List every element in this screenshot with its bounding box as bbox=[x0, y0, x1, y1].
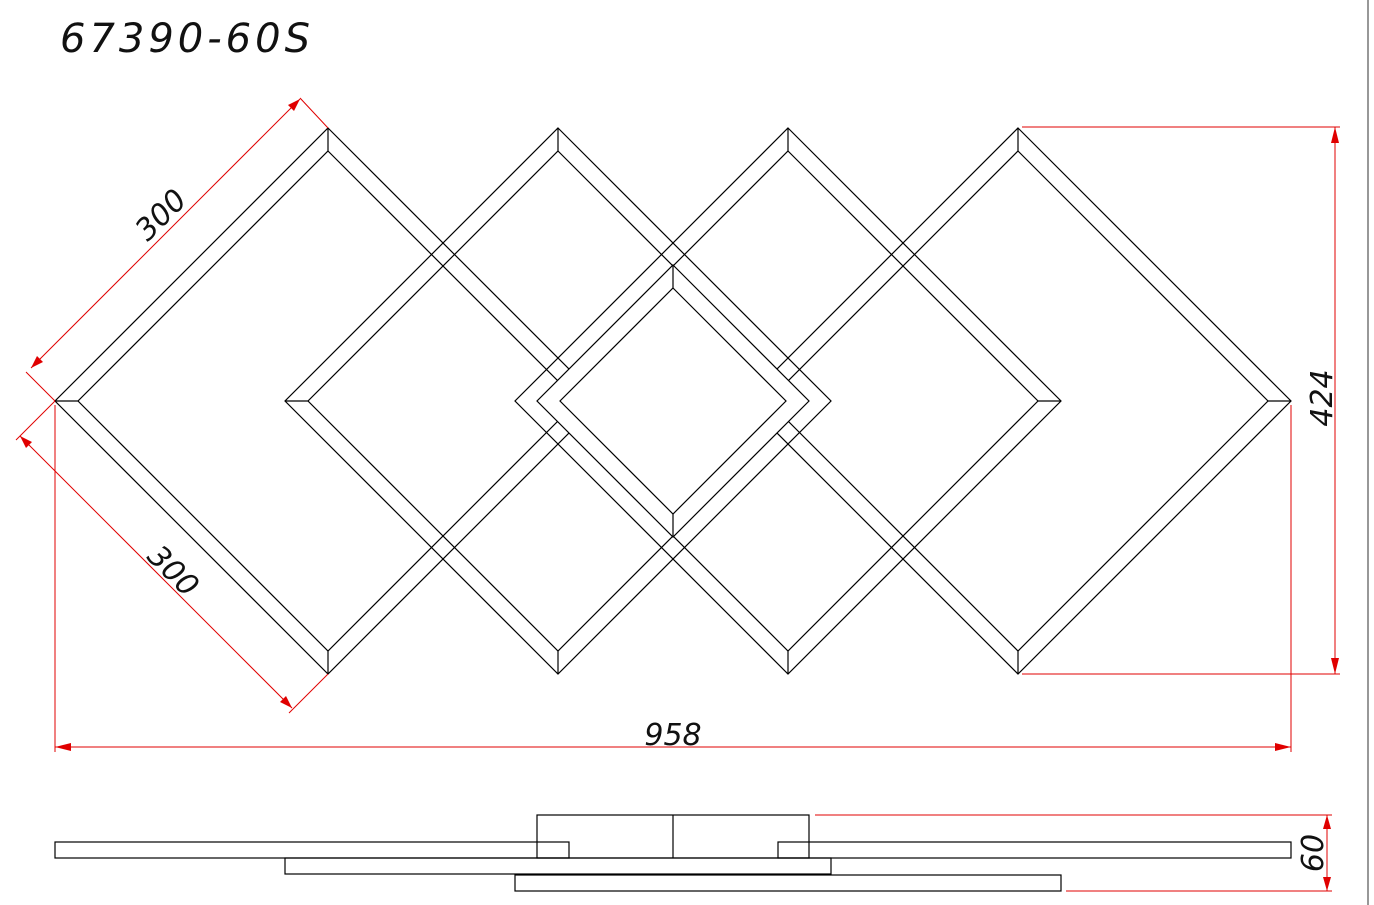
top-view bbox=[54, 127, 1292, 675]
diamond-frame-4 bbox=[744, 127, 1292, 675]
dimension-width: 958 bbox=[54, 405, 1292, 753]
dimension-thickness: 60 bbox=[815, 814, 1332, 892]
dimension-height: 424 bbox=[1022, 126, 1340, 675]
dimension-label-height: 424 bbox=[1305, 369, 1340, 426]
dimension-label-edge-bottom: 300 bbox=[140, 539, 205, 604]
dimension-edge-top: 300 bbox=[25, 97, 329, 402]
dimension-edge-bottom: 300 bbox=[15, 400, 329, 714]
dimension-label-width: 958 bbox=[644, 718, 701, 753]
diamond-frame-center bbox=[536, 264, 810, 538]
model-number: 67390-60S bbox=[60, 16, 314, 62]
dimension-label-thickness: 60 bbox=[1296, 834, 1331, 872]
diamond-frame-1 bbox=[54, 127, 602, 675]
dimension-label-edge-top: 300 bbox=[129, 183, 194, 248]
side-view bbox=[54, 814, 1292, 892]
